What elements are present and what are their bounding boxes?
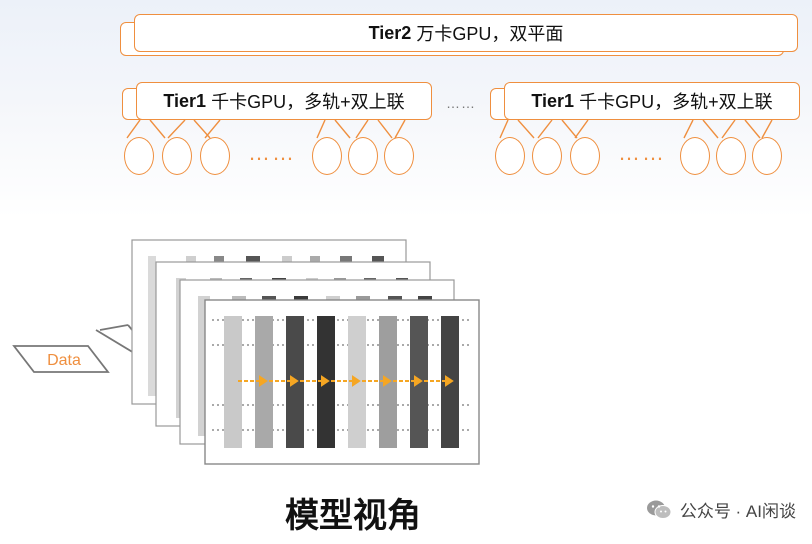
tier2-desc: 万卡GPU，双平面 bbox=[416, 24, 564, 44]
gpu-bar bbox=[224, 316, 242, 448]
gpu-node bbox=[680, 137, 710, 175]
nodes-ellipsis-left: …… bbox=[248, 140, 296, 165]
gpu-node bbox=[716, 137, 746, 175]
gpu-node bbox=[124, 137, 154, 175]
gpu-node bbox=[570, 137, 600, 175]
gpu-node bbox=[532, 137, 562, 175]
data-label: Data bbox=[47, 352, 81, 369]
gpu-node bbox=[348, 137, 378, 175]
tier1-right-name: Tier1 bbox=[531, 90, 575, 111]
ellipsis-middle: …… bbox=[446, 95, 476, 111]
gpu-node bbox=[495, 137, 525, 175]
pipeline-arrows bbox=[238, 375, 454, 387]
tier1-left-label: Tier1 千卡GPU，多轨+双上联 bbox=[137, 83, 431, 119]
tier1-left-name: Tier1 bbox=[163, 90, 207, 111]
diagram-title: 模型视角 bbox=[285, 496, 421, 536]
tier1-right-box: Tier1 千卡GPU，多轨+双上联 bbox=[504, 82, 800, 120]
tier1-right-desc: 千卡GPU，多轨+双上联 bbox=[579, 92, 773, 112]
gpu-node bbox=[384, 137, 414, 175]
tier2-label: Tier2 万卡GPU，双平面 bbox=[135, 15, 797, 51]
gpu-node bbox=[752, 137, 782, 175]
watermark-text: 公众号 · AI闲谈 bbox=[679, 502, 796, 521]
tier2-name: Tier2 bbox=[368, 22, 412, 43]
tier1-left-box: Tier1 千卡GPU，多轨+双上联 bbox=[136, 82, 432, 120]
tier1-right-label: Tier1 千卡GPU，多轨+双上联 bbox=[505, 83, 799, 119]
wechat-icon bbox=[646, 500, 672, 519]
gpu-node bbox=[312, 137, 342, 175]
tier2-box: Tier2 万卡GPU，双平面 bbox=[134, 14, 798, 52]
tier1-left-desc: 千卡GPU，多轨+双上联 bbox=[211, 92, 405, 112]
watermark: 公众号 · AI闲谈 bbox=[646, 497, 796, 522]
gpu-node bbox=[200, 137, 230, 175]
gpu-node bbox=[162, 137, 192, 175]
model-layer-4 bbox=[204, 299, 480, 465]
nodes-ellipsis-right: …… bbox=[618, 140, 666, 165]
